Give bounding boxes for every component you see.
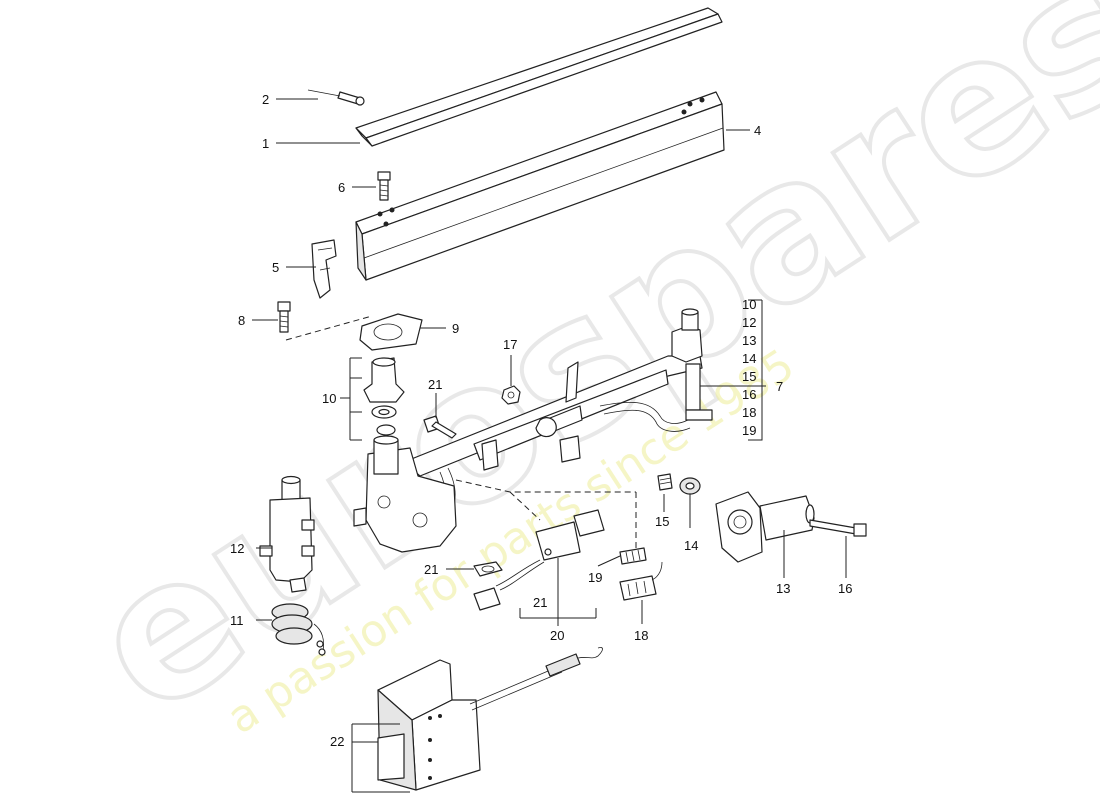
part-6-bolt	[377, 171, 391, 201]
callout-21-gasket: 21	[424, 562, 438, 577]
group7-item-1: 10	[742, 297, 756, 312]
group7-item-2: 12	[742, 315, 756, 330]
part-15-pin	[657, 473, 673, 491]
callout-18: 18	[634, 628, 648, 643]
part-1-trim-strip	[355, 7, 723, 147]
callout-10: 10	[322, 391, 336, 406]
callout-13: 13	[776, 581, 790, 596]
group7-item-4: 14	[742, 351, 756, 366]
callout-2: 2	[262, 92, 269, 107]
group7-item-8: 19	[742, 423, 756, 438]
part-10-bushing-stack	[363, 357, 405, 436]
leader-lines	[252, 98, 847, 793]
callout-9: 9	[452, 321, 459, 336]
part-19-connector	[619, 547, 647, 565]
part-18-plug	[619, 561, 663, 601]
part-2-clip	[307, 89, 365, 106]
callout-15: 15	[655, 514, 669, 529]
part-12-actuator	[259, 475, 315, 593]
callout-16: 16	[838, 581, 852, 596]
part-17-nut	[501, 385, 521, 405]
callout-19: 19	[588, 570, 602, 585]
group7-item-7: 18	[742, 405, 756, 420]
callout-21-lower: 21	[533, 595, 547, 610]
part-14-gear	[679, 477, 701, 495]
callout-11: 11	[230, 613, 244, 628]
group7-item-5: 15	[742, 369, 756, 384]
part-22-control-unit	[377, 647, 603, 791]
part-16-bolt	[809, 519, 867, 537]
callout-8: 8	[238, 313, 245, 328]
callout-20: 20	[550, 628, 564, 643]
callout-12: 12	[230, 541, 244, 556]
callout-6: 6	[338, 180, 345, 195]
callout-labels: 2 1 4 6 5 8 9 10 17 21 10 12 13 14 15 16…	[230, 92, 852, 749]
group7-item-6: 16	[742, 387, 756, 402]
leader-dashed-3	[509, 491, 541, 521]
part-20-relay	[473, 509, 605, 611]
callout-1: 1	[262, 136, 269, 151]
part-11-cable-spring	[271, 603, 326, 657]
part-5-bracket	[311, 239, 337, 299]
callout-5: 5	[272, 260, 279, 275]
callout-17: 17	[503, 337, 517, 352]
callout-7: 7	[776, 379, 783, 394]
callout-4: 4	[754, 123, 761, 138]
part-21-screw-upper	[423, 415, 457, 439]
part-9-plate	[359, 313, 423, 351]
part-21-gasket	[473, 561, 503, 577]
part-13-motor	[715, 491, 815, 563]
callout-14: 14	[684, 538, 698, 553]
callout-21-upper: 21	[428, 377, 442, 392]
left-motor-assembly	[353, 435, 457, 553]
part-8-bolt	[277, 301, 291, 333]
alignment-line	[285, 315, 373, 341]
group7-item-3: 13	[742, 333, 756, 348]
part-4-beam	[355, 91, 725, 281]
callout-22: 22	[330, 734, 344, 749]
